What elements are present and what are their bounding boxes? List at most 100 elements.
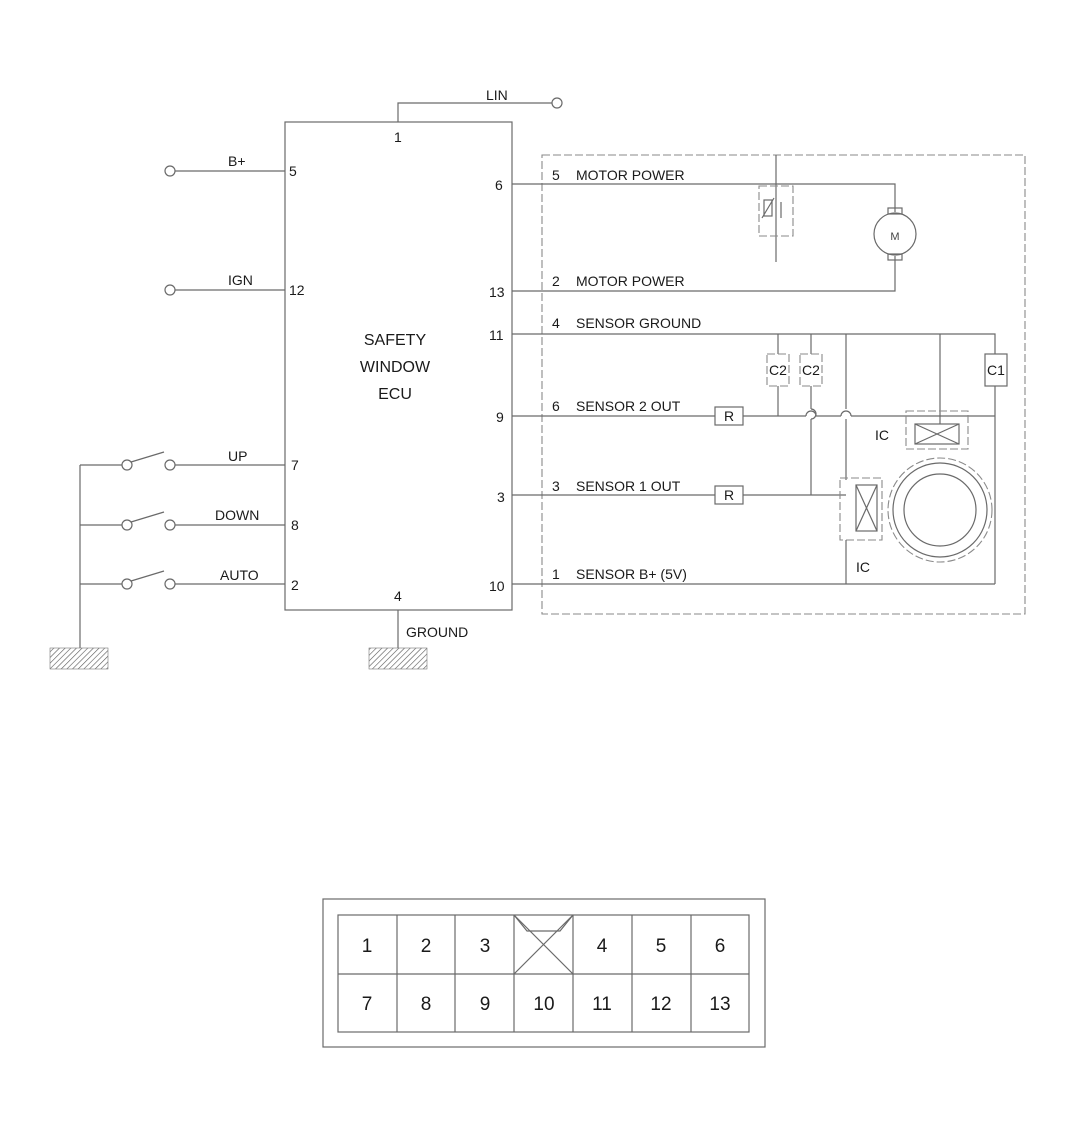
ic-upper-housing <box>905 410 969 450</box>
motor-power-label-2: MOTOR POWER <box>576 273 685 289</box>
connector-pin-13: 13 <box>709 994 730 1015</box>
down-switch-contact-a <box>121 519 133 531</box>
c1 <box>984 353 1008 387</box>
ptc-housing <box>758 185 794 237</box>
connector-pin-1: 1 <box>362 936 373 957</box>
lin-terminal <box>551 97 563 109</box>
connector-pin-11: 11 <box>592 994 612 1015</box>
c1-label: C1 <box>987 362 1005 378</box>
ic-upper-cross-b <box>914 423 960 445</box>
sensor-1-resistor-label: R <box>724 487 734 503</box>
ecu-pin-auto: 2 <box>291 577 299 593</box>
up-label: UP <box>228 448 247 464</box>
magnet-ring-inner <box>903 473 977 547</box>
connector-lock-tab <box>513 914 574 932</box>
ign-label: IGN <box>228 272 253 288</box>
module-pin-sensor-b-plus: 1 <box>552 566 560 582</box>
ic-lower-cross-b <box>855 484 878 532</box>
sensor-2-label: SENSOR 2 OUT <box>576 398 681 414</box>
connector-pin-2: 2 <box>421 936 432 957</box>
ecu-pin-motor-power-b: 13 <box>489 284 505 300</box>
c2-a-label: C2 <box>769 362 787 378</box>
ic-upper-label: IC <box>875 427 889 443</box>
down-switch-contact-b <box>164 519 176 531</box>
ecu-name-line-1: SAFETY <box>364 332 427 349</box>
ecu-pin-down: 8 <box>291 517 299 533</box>
ecu-pin-sensor-b-plus: 10 <box>489 578 505 594</box>
ptc-slash <box>761 197 775 219</box>
ptc-element <box>763 199 773 217</box>
module-pin-sensor-1: 3 <box>552 478 560 494</box>
sensor-ground-wire <box>512 333 996 354</box>
ecu-pin-sensor-1-out: 3 <box>497 489 505 505</box>
up-switch-blade <box>130 451 165 463</box>
down-label: DOWN <box>215 507 259 523</box>
c2-b-label: C2 <box>802 362 820 378</box>
motor-power-label-1: MOTOR POWER <box>576 167 685 183</box>
b-plus-label: B+ <box>228 153 246 169</box>
sensor-2-hop-1 <box>805 410 817 417</box>
module-pin-motor-power-1: 5 <box>552 167 560 183</box>
ecu-pin-lin: 1 <box>394 129 402 145</box>
sensor-ground-label: SENSOR GROUND <box>576 315 701 331</box>
auto-label: AUTO <box>220 567 259 583</box>
lin-wire <box>397 102 552 122</box>
down-switch-blade <box>130 511 165 523</box>
ecu-pin-sensor-2-out: 9 <box>496 409 504 425</box>
ecu-pin-ign: 12 <box>289 282 305 298</box>
c2-a <box>766 353 790 387</box>
connector-blank-cross-b <box>513 914 574 975</box>
connector-pin-7: 7 <box>362 994 373 1015</box>
connector-pin-5: 5 <box>656 936 667 957</box>
motor-power-wire-2 <box>512 256 896 292</box>
ic-lower-element <box>855 484 878 532</box>
magnet-ring-housing <box>887 457 993 563</box>
c2-b <box>799 353 823 387</box>
motor-brush-top <box>887 207 903 215</box>
motor-module-box <box>541 154 1026 615</box>
sensor-b-plus-label: SENSOR B+ (5V) <box>576 566 687 582</box>
connector-pin-3: 3 <box>480 936 491 957</box>
module-pin-sensor-2: 6 <box>552 398 560 414</box>
connector-pin-6: 6 <box>715 936 726 957</box>
up-switch-contact-a <box>121 459 133 471</box>
motor-power-wire-1 <box>512 183 896 212</box>
sensor-2-resistor-label: R <box>724 408 734 424</box>
ecu-pin-up: 7 <box>291 457 299 473</box>
ecu-pin-motor-power-a: 6 <box>495 177 503 193</box>
motor-symbol: M <box>890 231 899 243</box>
connector-pin-12: 12 <box>650 994 671 1015</box>
ecu-pin-ground: 4 <box>394 588 402 604</box>
motor <box>873 212 917 256</box>
lin-label: LIN <box>486 87 508 103</box>
auto-switch-blade <box>130 570 165 582</box>
module-pin-sensor-ground: 4 <box>552 315 560 331</box>
connector-outline <box>322 898 766 1048</box>
auto-switch-contact-a <box>121 578 133 590</box>
up-switch-contact-b <box>164 459 176 471</box>
sensor-1-label: SENSOR 1 OUT <box>576 478 681 494</box>
connector-pin-4: 4 <box>597 936 608 957</box>
connector-pins: 1 2 3 4 5 6 7 8 9 10 11 12 13 <box>362 936 731 1015</box>
ecu-pin-sensor-ground: 11 <box>489 327 504 343</box>
b-plus-terminal <box>164 165 176 177</box>
ign-terminal <box>164 284 176 296</box>
ecu-name-line-3: ECU <box>378 386 412 403</box>
magnet-ring-outer <box>892 462 988 558</box>
ic-lower-housing <box>839 477 883 541</box>
connector-pin-8: 8 <box>421 994 432 1015</box>
ic-upper-element <box>914 423 960 445</box>
ground-label: GROUND <box>406 624 468 640</box>
auto-switch-contact-b <box>164 578 176 590</box>
ecu-name-line-2: WINDOW <box>360 359 431 376</box>
sensor-2-hop-2 <box>840 410 852 417</box>
ecu-pin-b-plus: 5 <box>289 163 297 179</box>
switch-ground-symbol <box>49 647 109 670</box>
ic-lower-label: IC <box>856 559 870 575</box>
connector-pin-10: 10 <box>533 994 554 1015</box>
motor-brush-bottom <box>887 253 903 261</box>
module-pin-motor-power-2: 2 <box>552 273 560 289</box>
connector-pin-9: 9 <box>480 994 491 1015</box>
ecu-ground-symbol <box>368 647 428 670</box>
